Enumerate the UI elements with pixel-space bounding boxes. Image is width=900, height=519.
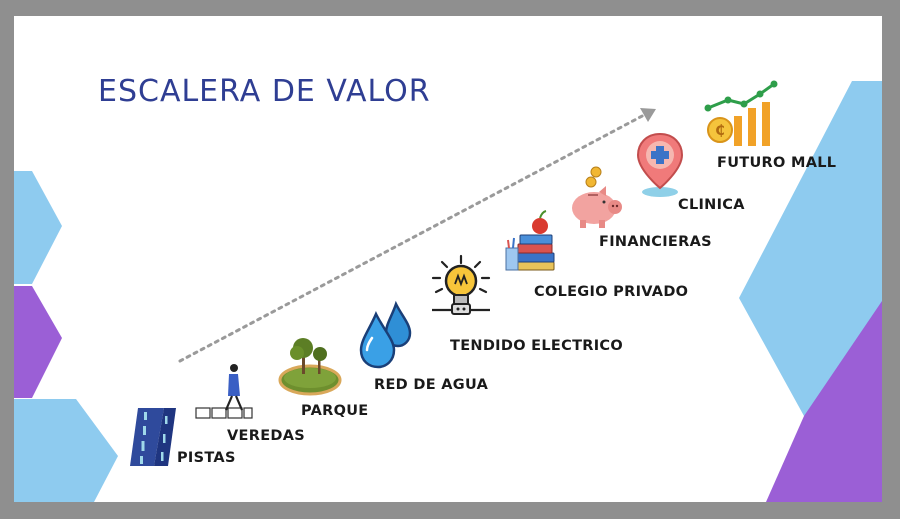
road-icon bbox=[130, 408, 176, 466]
step-label-tendido-electrico: TENDIDO ELECTRICO bbox=[450, 338, 623, 354]
left-purple-shape bbox=[14, 286, 62, 398]
page-title: ESCALERA DE VALOR bbox=[98, 74, 431, 109]
step-label-pistas: PISTAS bbox=[177, 450, 236, 466]
lightbulb-icon bbox=[431, 254, 491, 315]
piggy-bank-icon bbox=[572, 166, 622, 228]
growth-chart-icon: ₵ bbox=[704, 80, 778, 146]
step-label-veredas: VEREDAS bbox=[227, 428, 305, 444]
left-top-blue-shape bbox=[14, 171, 62, 284]
step-label-futuro-mall: FUTURO MALL bbox=[717, 155, 837, 171]
clinic-location-pin-icon bbox=[636, 132, 684, 197]
step-label-clinica: CLINICA bbox=[678, 197, 745, 213]
slide: ESCALERA DE VALOR PISTAS bbox=[14, 16, 882, 502]
decorative-shapes bbox=[14, 81, 882, 502]
svg-text:₵: ₵ bbox=[715, 123, 725, 139]
water-drops-icon bbox=[359, 300, 412, 369]
step-label-financieras: FINANCIERAS bbox=[599, 234, 712, 250]
step-label-colegio-privado: COLEGIO PRIVADO bbox=[534, 284, 689, 300]
step-label-red-de-agua: RED DE AGUA bbox=[374, 377, 489, 393]
left-bottom-blue-shape bbox=[14, 399, 118, 502]
pedestrian-crossing-icon bbox=[195, 364, 253, 419]
step-label-parque: PARQUE bbox=[301, 403, 369, 419]
growth-arrow bbox=[178, 108, 656, 363]
park-icon bbox=[278, 338, 342, 396]
right-purple-shape bbox=[766, 301, 882, 502]
books-icon bbox=[505, 210, 555, 271]
